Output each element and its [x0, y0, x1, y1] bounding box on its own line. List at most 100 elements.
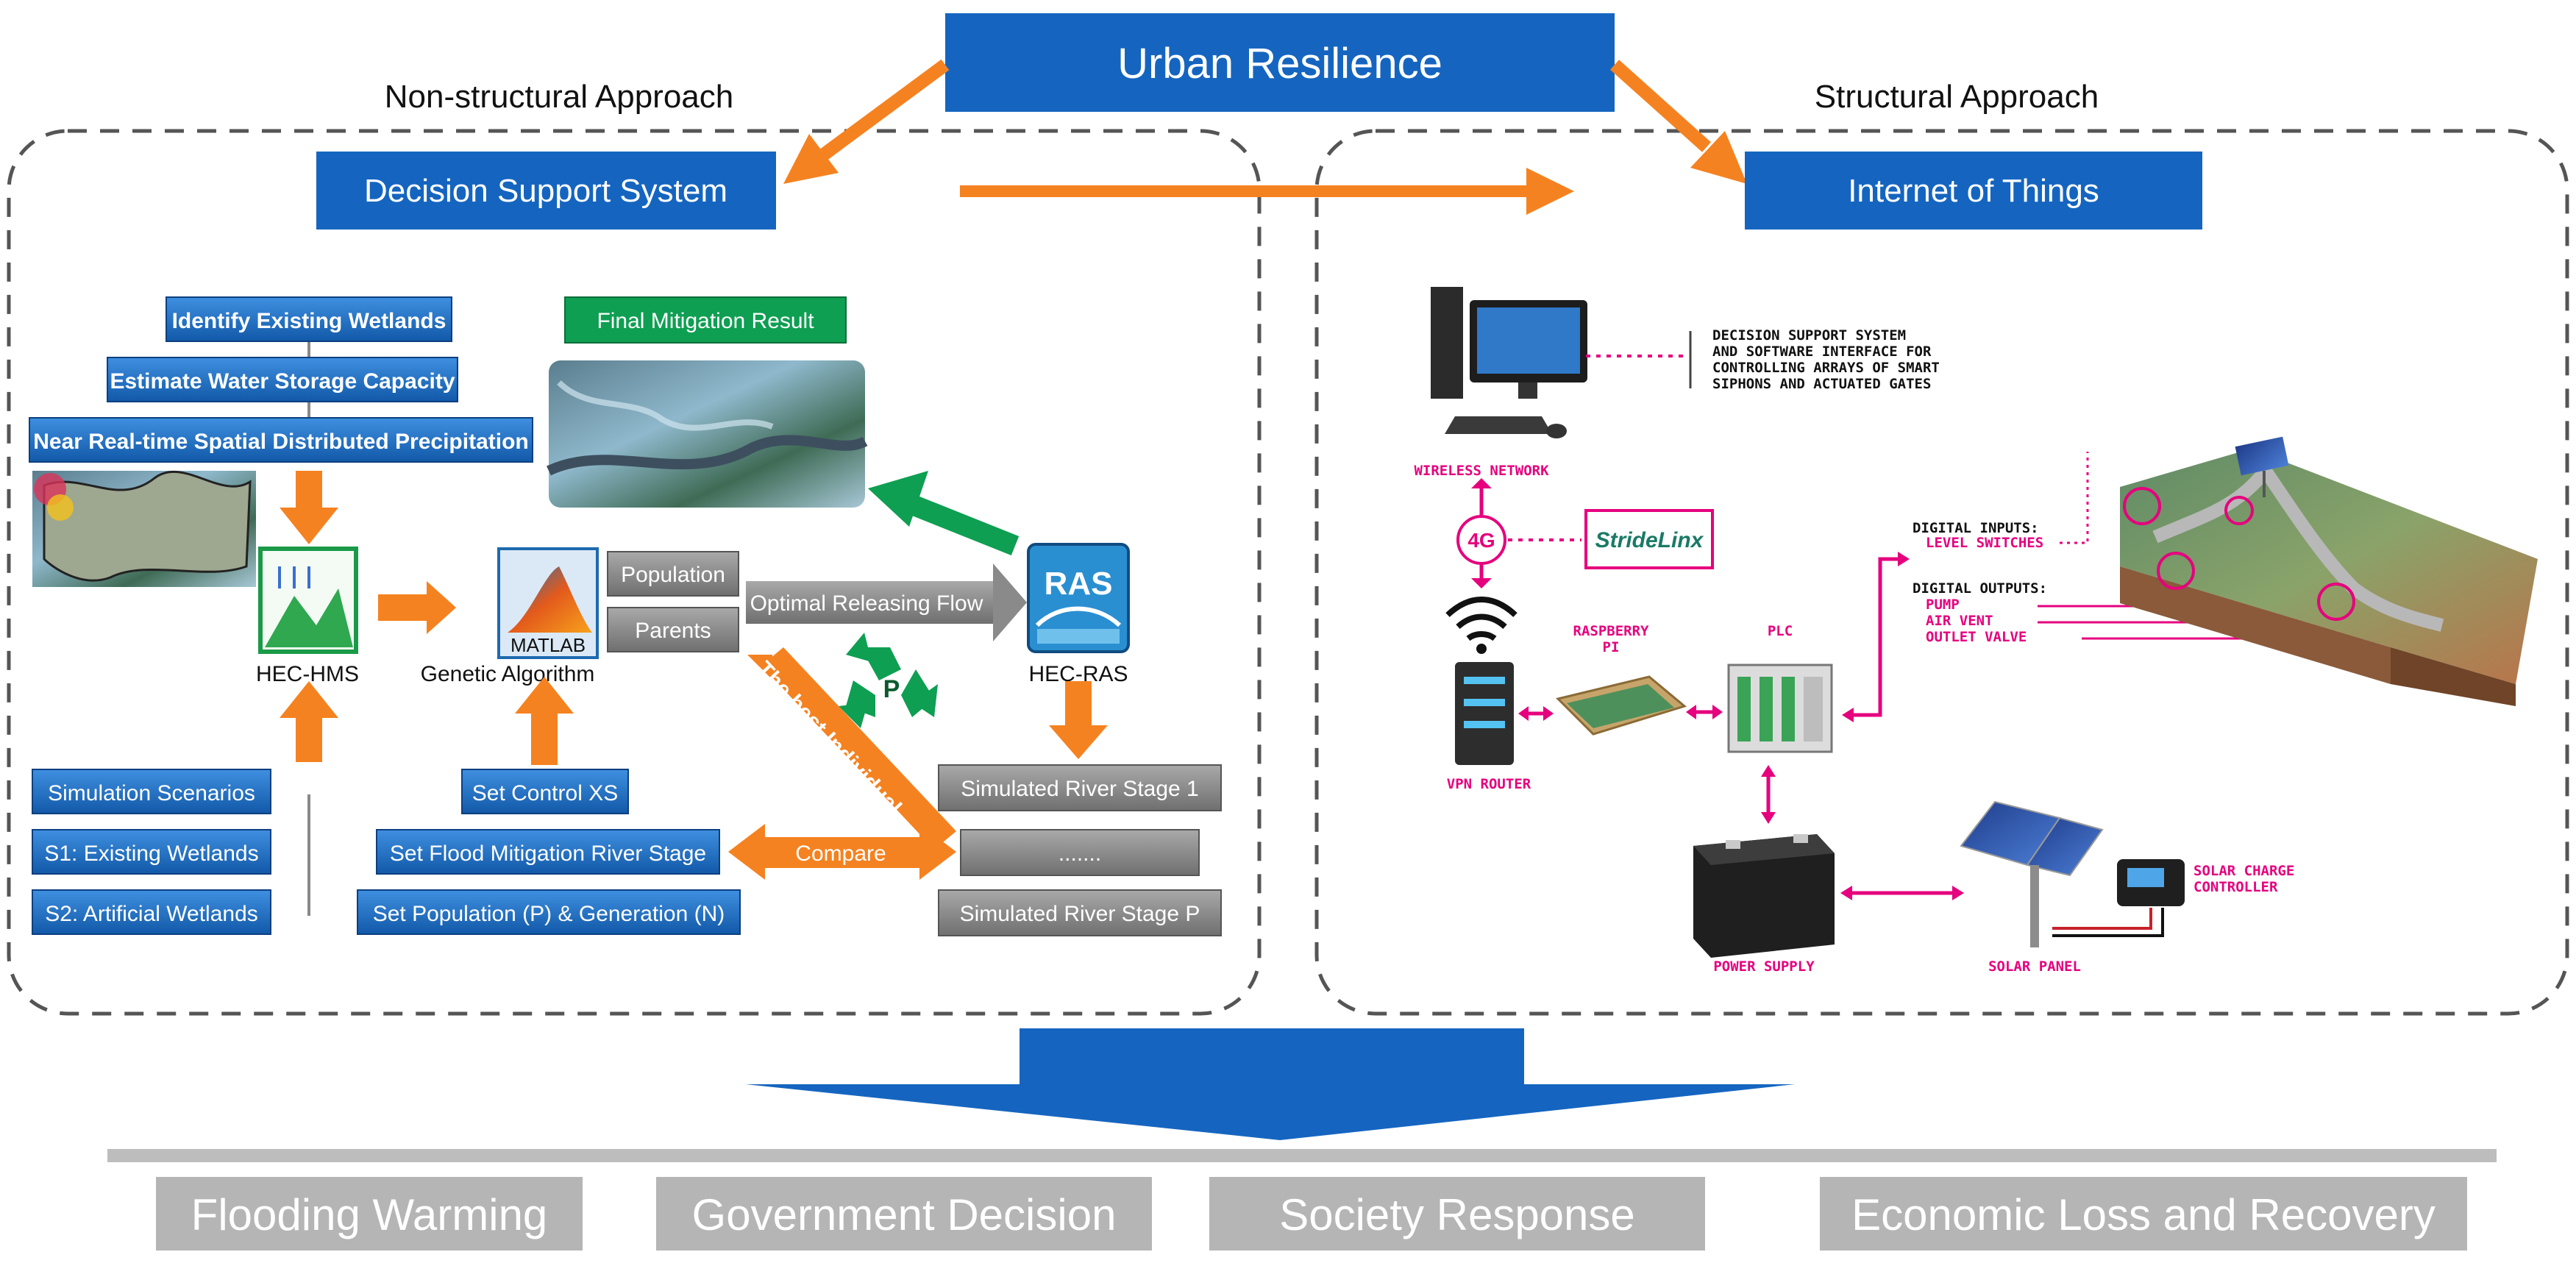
- left-panel: [7, 129, 1262, 1016]
- scenario-s2-label: S2: Artificial Wetlands: [45, 902, 258, 926]
- plc-label: PLC: [1768, 623, 1793, 639]
- raspberry-pi-icon: [1556, 675, 1687, 736]
- final-result-label: Final Mitigation Result: [597, 309, 814, 333]
- urban-resilience-box: [945, 13, 1615, 112]
- solar-panel-label: SOLAR PANEL: [1988, 958, 2081, 975]
- ras-icon-text: RAS: [1045, 566, 1113, 602]
- outcome-government-box: [656, 1177, 1152, 1250]
- hec-hms-label: HEC-HMS: [256, 662, 359, 686]
- solar-charge-controller-icon: [2052, 859, 2185, 937]
- arrow-ras-to-stages: [1049, 681, 1108, 759]
- digital-outputs-label: DIGITAL OUTPUTS:: [1913, 580, 2047, 597]
- non-structural-label: Non-structural Approach: [385, 79, 733, 115]
- stage-p-label: Simulated River Stage P: [960, 902, 1200, 926]
- outcome-economic-label: Economic Loss and Recovery: [1851, 1190, 2436, 1239]
- desktop-computer-icon: [1431, 287, 1587, 438]
- outcome-economic-box: [1820, 1177, 2467, 1250]
- step-water-storage-label: Estimate Water Storage Capacity: [110, 369, 455, 394]
- output-air-vent-label: AIR VENT: [1926, 613, 1993, 629]
- dss-box: [316, 152, 776, 230]
- step-precipitation-label: Near Real-time Spatial Distributed Preci…: [33, 430, 529, 454]
- dss-note-line-4: SIPHONS AND ACTUATED GATES: [1712, 376, 1931, 392]
- solar-charge-label-1: SOLAR CHARGE: [2193, 863, 2294, 879]
- population-box: [607, 551, 739, 597]
- arrow-precip-to-hms: [280, 471, 338, 544]
- final-result-map-image: [546, 360, 868, 508]
- precipitation-map-image: [32, 470, 256, 587]
- recycle-letter: P: [883, 675, 900, 703]
- structural-label: Structural Approach: [1815, 79, 2099, 115]
- wifi-icon: [1445, 597, 1518, 641]
- control-xs-box: [461, 769, 629, 814]
- scenario-s1-box: [32, 829, 271, 875]
- iot-box: [1745, 152, 2202, 230]
- stage-1-label: Simulated River Stage 1: [961, 777, 1199, 801]
- right-panel: [1314, 129, 2569, 1016]
- population-generation-label: Set Population (P) & Generation (N): [373, 902, 725, 926]
- wireless-network-label: WIRELESS NETWORK: [1414, 463, 1549, 479]
- population-generation-box: [357, 889, 741, 935]
- hec-hms-icon: [258, 547, 358, 654]
- power-supply-icon: [1693, 834, 1835, 958]
- step-identify-wetlands-label: Identify Existing Wetlands: [172, 309, 446, 333]
- genetic-algorithm-label: Genetic Algorithm: [421, 662, 595, 686]
- stage-p-box: [938, 889, 1222, 936]
- stridelinx-label: StrideLinx: [1595, 528, 1704, 552]
- output-outlet-valve-label: OUTLET VALVE: [1926, 629, 2027, 645]
- recycle-icon: [839, 633, 938, 728]
- iot-label: Internet of Things: [1848, 173, 2099, 209]
- four-g-label: 4G: [1467, 529, 1495, 552]
- best-individual-arrow: [747, 647, 956, 850]
- step-water-storage: [107, 357, 458, 402]
- population-label: Population: [621, 563, 725, 587]
- wetland-siphon-illustration: [2120, 436, 2538, 706]
- solar-panel-icon: [1960, 800, 2104, 947]
- outcome-government-label: Government Decision: [692, 1190, 1117, 1239]
- final-result-box: [564, 296, 847, 344]
- dss-label: Decision Support System: [364, 173, 727, 209]
- stage-dots-label: .......: [1058, 842, 1101, 866]
- arrow-control-to-ga: [515, 677, 574, 765]
- flood-stage-box: [376, 829, 720, 875]
- stage-1-box: [938, 764, 1222, 811]
- parents-label: Parents: [635, 619, 711, 643]
- scenario-simulation-box: [32, 769, 271, 814]
- outcome-society-label: Society Response: [1279, 1190, 1635, 1239]
- digital-inputs-label: DIGITAL INPUTS:: [1913, 520, 2039, 536]
- scenario-s2-box: [32, 889, 271, 935]
- matlab-icon: [497, 547, 599, 659]
- orange-arrow-title-to-dss: [783, 59, 950, 184]
- parents-box: [607, 607, 739, 652]
- big-down-arrow: [746, 1028, 1795, 1140]
- bottom-divider: [107, 1149, 2497, 1162]
- flood-stage-label: Set Flood Mitigation River Stage: [390, 842, 706, 866]
- matlab-label: MATLAB: [510, 634, 586, 656]
- vpn-router-icon: [1455, 662, 1514, 765]
- optimal-flow-arrow: [746, 563, 1027, 641]
- plc-icon: [1727, 663, 1833, 753]
- output-pump-label: PUMP: [1926, 597, 1960, 613]
- power-supply-label: POWER SUPPLY: [1713, 958, 1815, 975]
- stage-dots-box: [960, 829, 1200, 876]
- step-precipitation: [29, 417, 533, 463]
- level-switches-label: LEVEL SWITCHES: [1926, 535, 2043, 551]
- dss-note-line-3: CONTROLLING ARRAYS OF SMART: [1712, 360, 1940, 376]
- solar-charge-label-2: CONTROLLER: [2193, 879, 2278, 895]
- orange-arrow-title-to-iot: [1609, 60, 1747, 184]
- outcome-flooding-box: [156, 1177, 583, 1250]
- optimal-flow-label: Optimal Releasing Flow: [750, 591, 983, 616]
- stridelinx-box: [1584, 509, 1714, 569]
- arrow-scenarios-to-hms: [280, 681, 338, 762]
- hec-ras-icon: [1027, 543, 1130, 653]
- urban-resilience-title: Urban Resilience: [1117, 40, 1442, 88]
- vpn-router-label: VPN ROUTER: [1447, 776, 1531, 792]
- dss-note-line-2: AND SOFTWARE INTERFACE FOR: [1712, 344, 1932, 360]
- arrow-hms-to-matlab: [378, 581, 456, 634]
- scenario-s1-label: S1: Existing Wetlands: [44, 842, 258, 866]
- outcome-flooding-label: Flooding Warming: [191, 1190, 548, 1239]
- outcome-society-box: [1209, 1177, 1705, 1250]
- step-identify-wetlands: [166, 296, 452, 342]
- compare-arrow: [728, 824, 956, 880]
- dss-note-line-1: DECISION SUPPORT SYSTEM: [1712, 327, 1906, 344]
- green-arrow-ras-to-result: [868, 471, 1020, 555]
